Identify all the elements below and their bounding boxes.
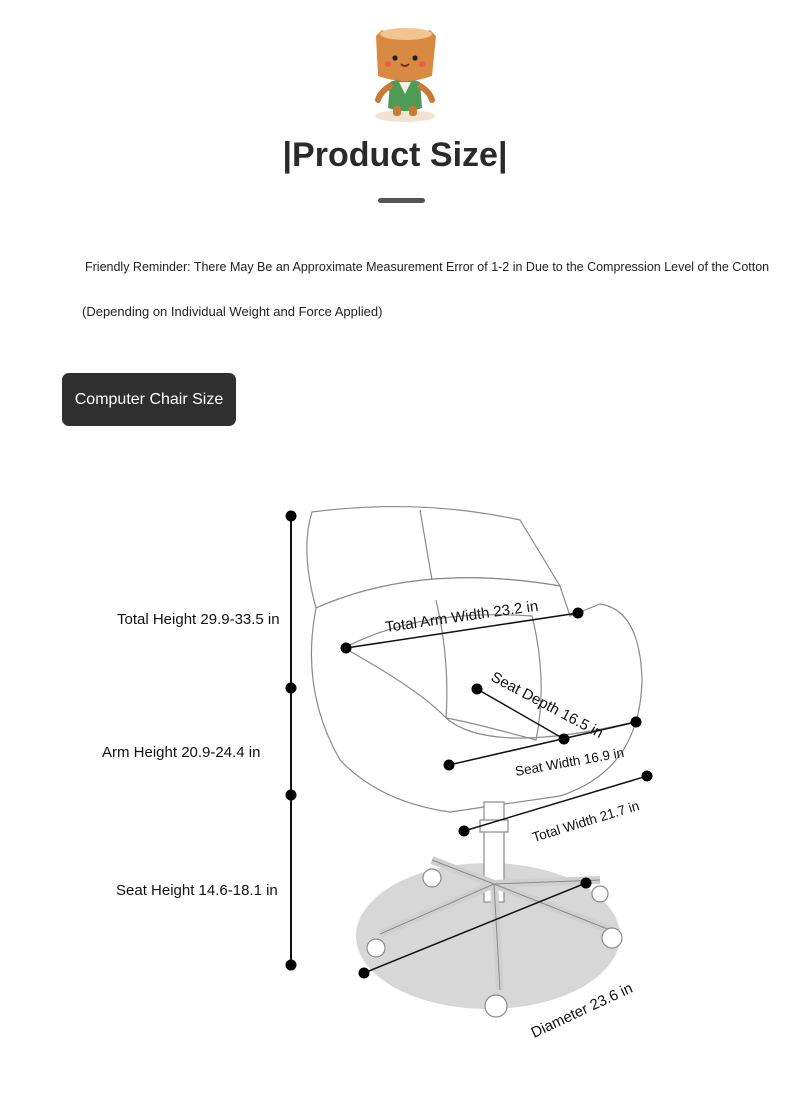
arm-height-label: Arm Height 20.9-24.4 in <box>102 744 260 761</box>
diameter-dot-left <box>358 967 370 979</box>
title-underline <box>378 198 425 203</box>
chair-dimension-diagram: Total Height 29.9-33.5 in Arm Height 20.… <box>102 505 653 1042</box>
page-title: |Product Size| <box>282 136 508 174</box>
arm-width-dot-left <box>340 642 352 654</box>
height-scale-dot-seat <box>285 789 297 801</box>
height-scale-dot-top <box>285 510 297 522</box>
tree-stump-mascot-icon <box>375 28 436 122</box>
total-width-dot-right <box>641 770 653 782</box>
diameter-line <box>363 882 587 974</box>
height-scale-dot-floor <box>285 959 297 971</box>
measurement-reminder: Friendly Reminder: There May Be an Appro… <box>85 260 770 274</box>
arm-width-line <box>345 612 579 649</box>
seat-depth-line <box>476 688 565 740</box>
measurement-detail: (Depending on Individual Weight and Forc… <box>82 304 383 319</box>
seat-width-line <box>448 721 637 766</box>
height-scale-dot-arm <box>285 682 297 694</box>
arm-width-dot-right <box>572 607 584 619</box>
total-width-label: Total Width 21.7 in <box>530 798 641 845</box>
total-height-label: Total Height 29.9-33.5 in <box>117 611 280 628</box>
seat-depth-dot-back <box>471 683 483 695</box>
total-width-line <box>463 775 648 832</box>
section-label-button: Computer Chair Size <box>62 373 236 426</box>
seat-height-label: Seat Height 14.6-18.1 in <box>116 882 278 899</box>
seat-width-dot-left <box>443 759 455 771</box>
floor-shadow <box>356 863 620 1009</box>
chair-outline <box>306 505 643 1018</box>
diameter-dot-right <box>580 877 592 889</box>
seat-width-dot-right <box>630 716 642 728</box>
total-width-dot-left <box>458 825 470 837</box>
